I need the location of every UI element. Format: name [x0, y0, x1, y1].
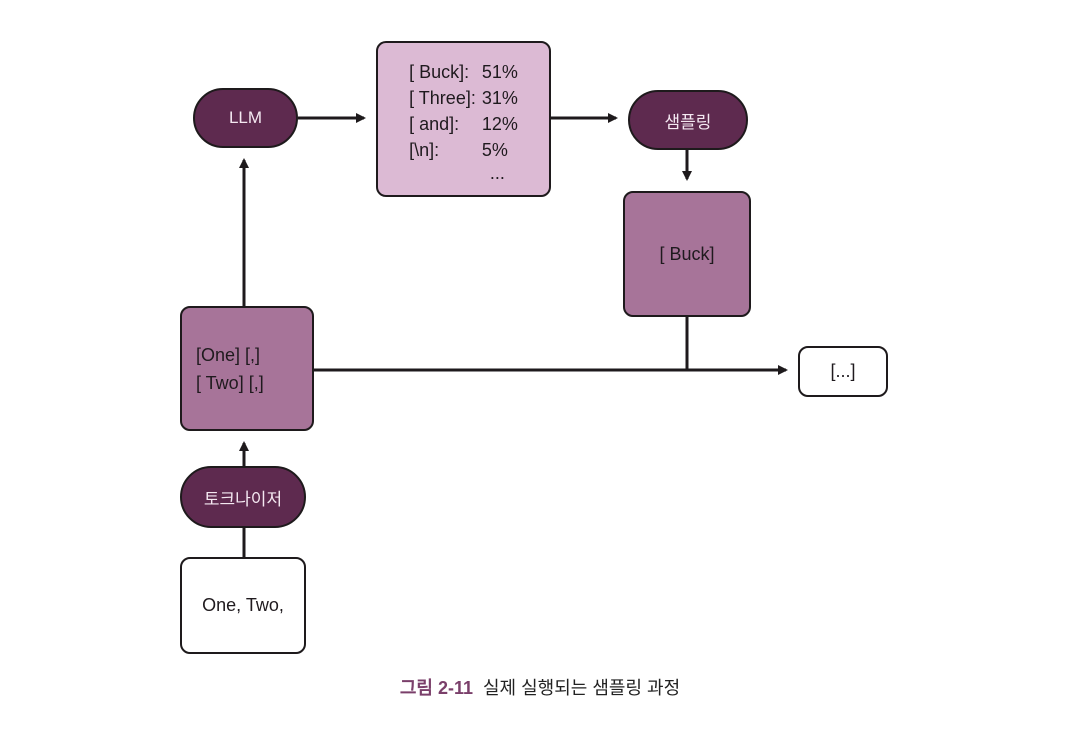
- prob-value: 51%: [481, 62, 518, 82]
- token-lines: [One] [,] [ Two] [,]: [182, 341, 312, 397]
- prob-ellipsis: ...: [489, 163, 505, 183]
- probabilities-node: [ Buck]: 51% [ Three]: 31% [ and]: 12% […: [376, 41, 551, 197]
- token-line: [One] [,]: [196, 344, 261, 365]
- sampled-token-node: [ Buck]: [623, 191, 751, 317]
- token-line: [ Two] [,]: [196, 372, 264, 393]
- figure-caption: 그림 2-11 실제 실행되는 샘플링 과정: [0, 674, 1080, 700]
- prob-token: [ Three]:: [409, 88, 476, 108]
- probability-list: [ Buck]: 51% [ Three]: 31% [ and]: 12% […: [409, 59, 518, 183]
- llm-node: LLM: [193, 88, 298, 148]
- tokens-node: [One] [,] [ Two] [,]: [180, 306, 314, 431]
- input-text-label: One, Two,: [202, 595, 284, 615]
- figure-title: 실제 실행되는 샘플링 과정: [482, 678, 681, 698]
- sampling-label: 샘플링: [664, 112, 712, 132]
- llm-label: LLM: [228, 108, 263, 127]
- next-output-node: [...]: [798, 346, 888, 397]
- figure-number: 그림 2-11: [399, 678, 473, 698]
- input-text-node: One, Two,: [180, 557, 306, 654]
- prob-token: [ and]:: [409, 114, 460, 134]
- next-output-label: [...]: [830, 361, 856, 381]
- sampling-node: 샘플링: [628, 90, 748, 150]
- prob-token: [\n]:: [409, 140, 440, 160]
- prob-token: [ Buck]:: [409, 62, 470, 82]
- prob-value: 5%: [481, 140, 508, 160]
- tokenizer-node: 토크나이저: [180, 466, 306, 528]
- prob-value: 12%: [481, 114, 518, 134]
- tokenizer-label: 토크나이저: [203, 489, 283, 509]
- prob-value: 31%: [481, 88, 518, 108]
- sampled-token-label: [ Buck]: [659, 243, 715, 264]
